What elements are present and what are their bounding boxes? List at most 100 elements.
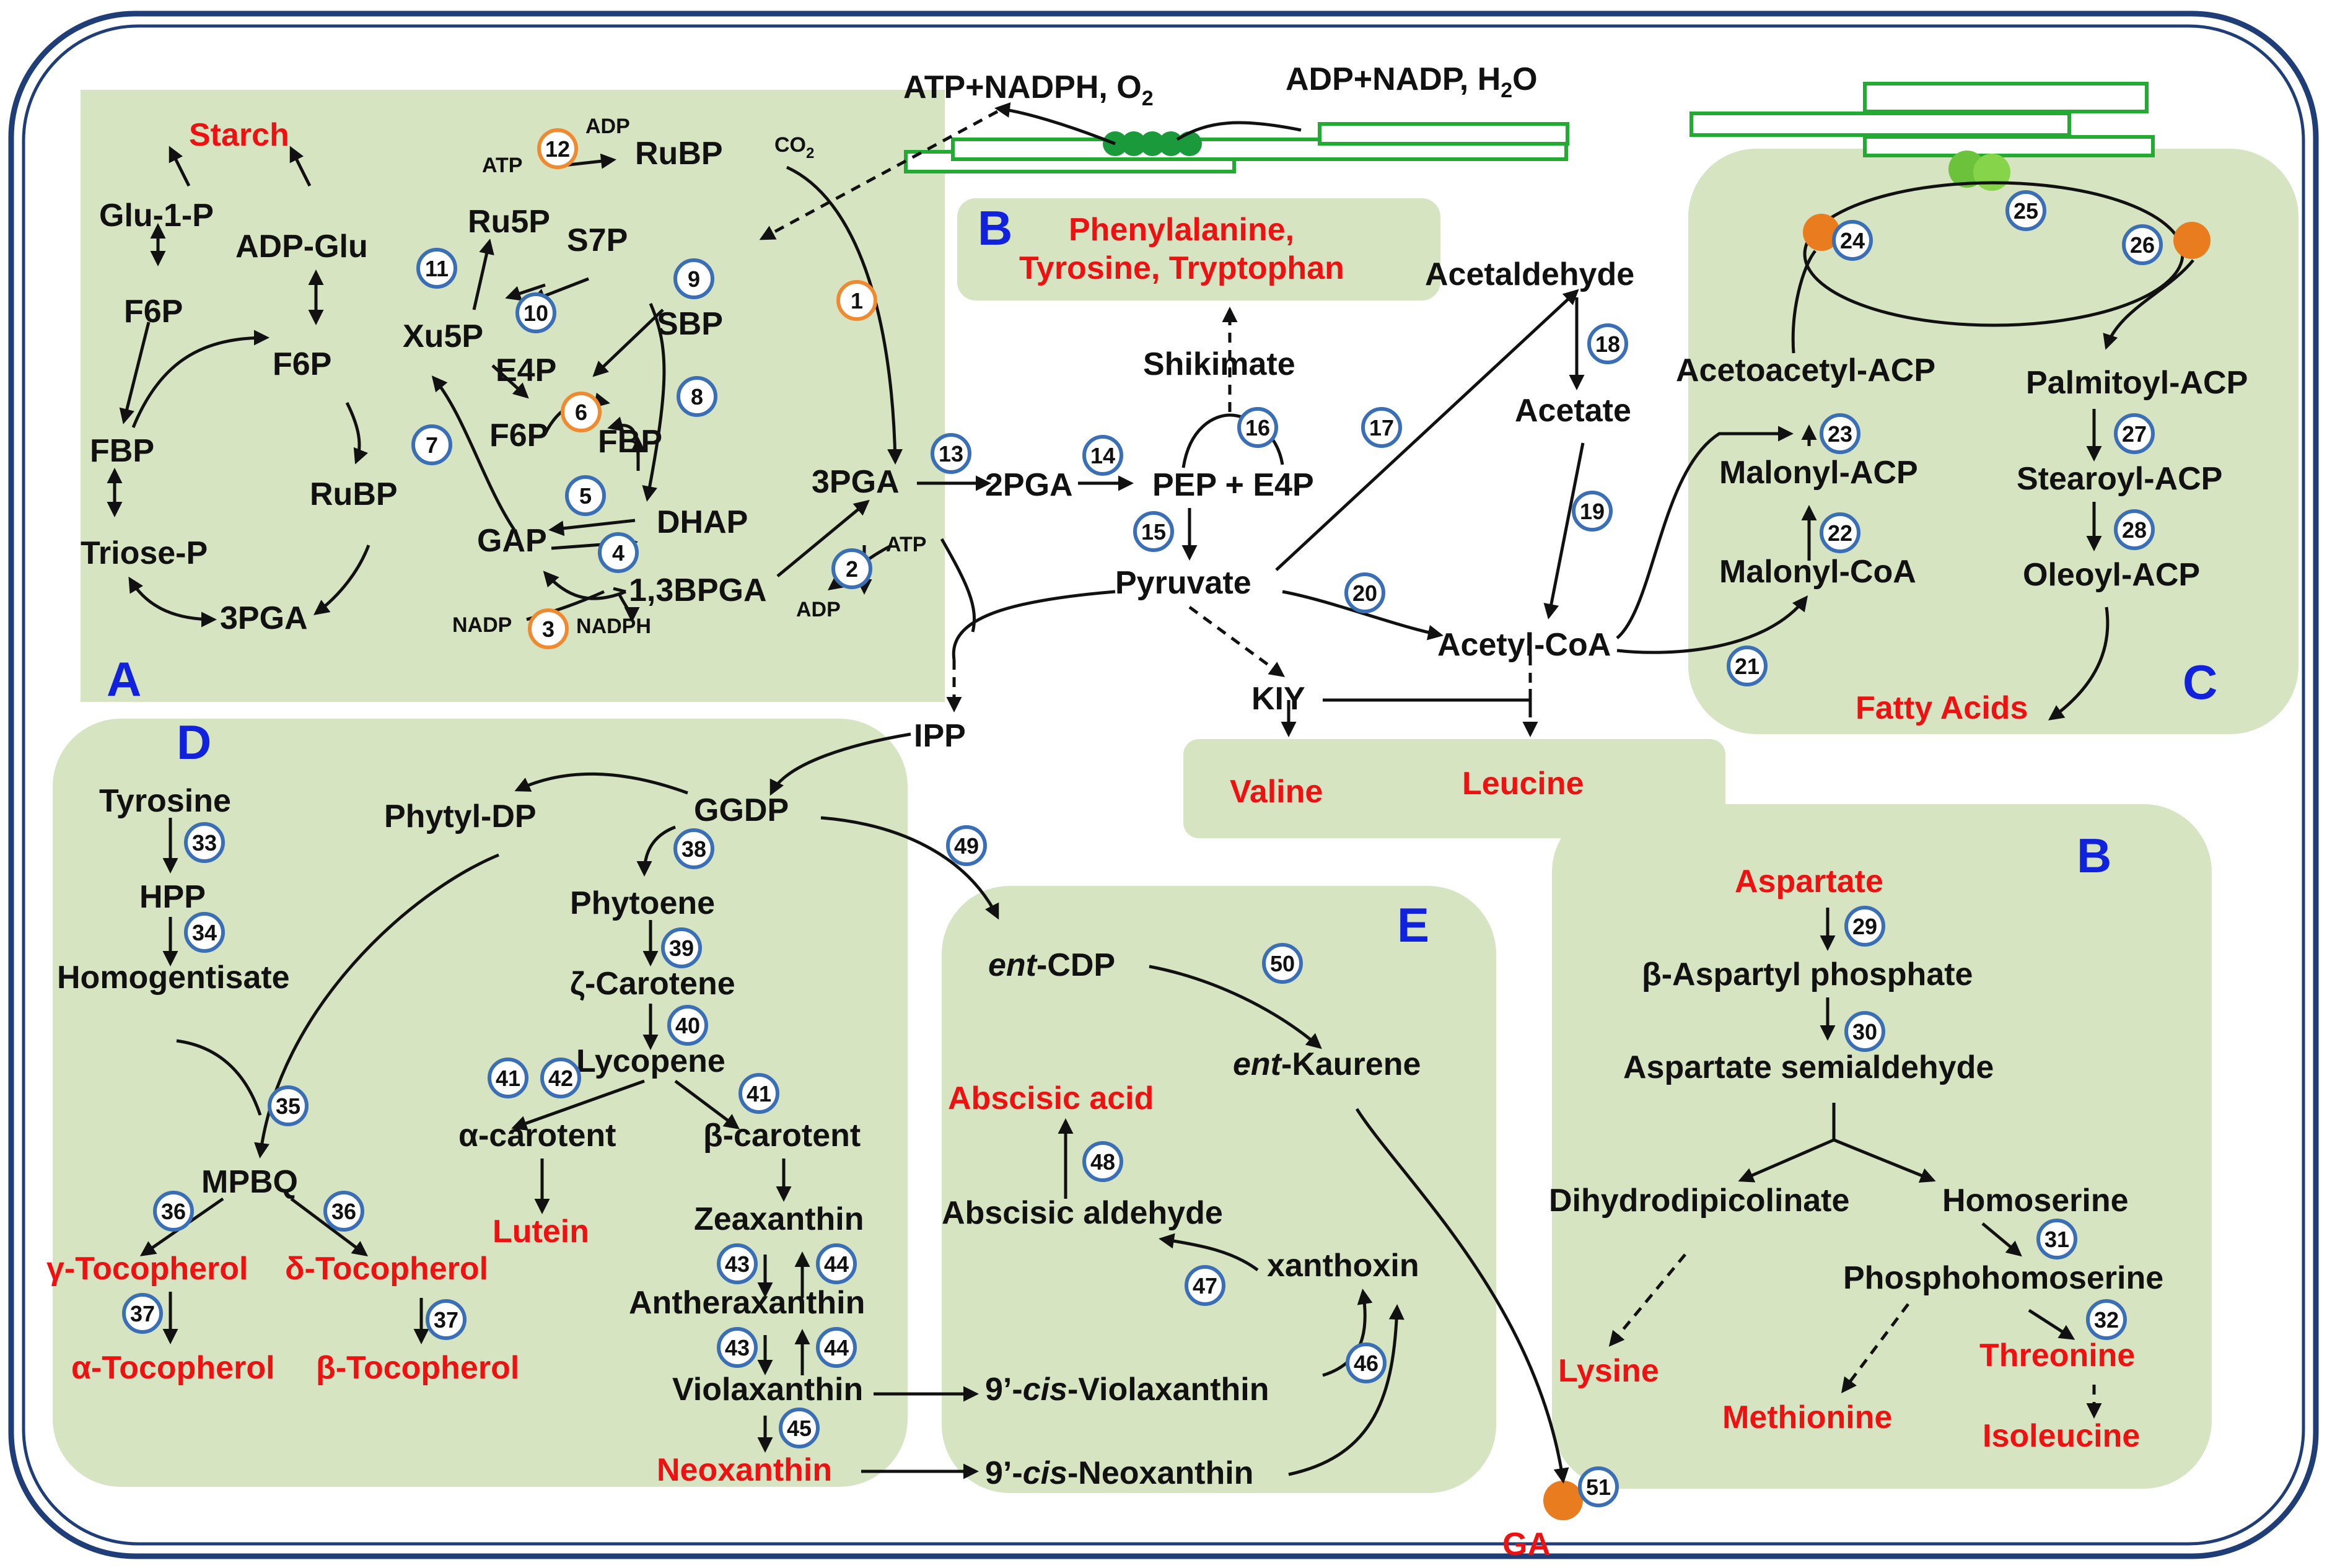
step-badge-circle xyxy=(667,1005,708,1046)
step-badge-number: 40 xyxy=(675,1013,700,1038)
step-badge-number: 6 xyxy=(575,400,587,425)
svg-text:Malonyl-CoA: Malonyl-CoA xyxy=(1719,554,1916,590)
svg-text:Palmitoyl-ACP: Palmitoyl-ACP xyxy=(2026,365,2248,401)
step-badge-number: 30 xyxy=(1852,1019,1877,1045)
step-badge-number: 51 xyxy=(1586,1474,1611,1500)
step-badge-circle xyxy=(122,1293,163,1334)
step-badge-10: 10 xyxy=(515,292,556,333)
step-badge-circle xyxy=(426,1299,467,1340)
step-badge-51: 51 xyxy=(1578,1466,1619,1507)
svg-text:Phytyl-DP: Phytyl-DP xyxy=(384,799,537,834)
svg-text:Ru5P: Ru5P xyxy=(468,204,550,240)
step-badge-circle xyxy=(540,1058,581,1098)
svg-text:E4P: E4P xyxy=(496,353,556,388)
step-badge-number: 29 xyxy=(1852,914,1877,939)
step-badge-number: 27 xyxy=(2122,421,2147,447)
step-badge-50: 50 xyxy=(1262,943,1303,984)
svg-text:Lysine: Lysine xyxy=(1558,1353,1659,1389)
svg-text:Phosphohomoserine: Phosphohomoserine xyxy=(1843,1260,2163,1296)
step-badge-number: 49 xyxy=(954,833,979,859)
step-badge-number: 43 xyxy=(725,1335,750,1360)
panel-a-metabolites: Starch Glu-1-P ADP-Glu F6P F6P FBP RuBP … xyxy=(81,115,926,638)
svg-text:CO2: CO2 xyxy=(774,133,814,162)
step-badge-41: 41 xyxy=(738,1073,779,1114)
step-badge-circle xyxy=(488,1058,528,1098)
step-badge-circle xyxy=(1082,435,1123,476)
step-badge-number: 15 xyxy=(1141,519,1166,545)
step-badge-circle xyxy=(831,548,872,589)
label-atp-nadph-o2: ATP+NADPH, O2 xyxy=(903,69,1154,110)
svg-text:FBP: FBP xyxy=(598,424,662,460)
step-badge-number: 23 xyxy=(1828,421,1852,447)
svg-text:α-Tocopherol: α-Tocopherol xyxy=(71,1350,275,1386)
step-badge-circle xyxy=(717,1327,758,1368)
step-badge-circle xyxy=(184,912,225,953)
step-badge-circle xyxy=(416,248,457,289)
svg-text:Tyrosine: Tyrosine xyxy=(99,783,231,819)
step-badge-circle xyxy=(816,1327,857,1368)
label-adp-nadp-h2o: ADP+NADP, H2O xyxy=(1286,61,1538,102)
panel-d xyxy=(53,719,908,1487)
step-badge-46: 46 xyxy=(1346,1342,1387,1383)
step-badge-15: 15 xyxy=(1133,511,1174,552)
step-badge-circle xyxy=(1237,407,1278,448)
step-badge-28: 28 xyxy=(2114,509,2155,550)
step-badge-36: 36 xyxy=(153,1191,194,1232)
step-badge-13: 13 xyxy=(931,433,971,474)
region-label-d: D xyxy=(177,715,211,769)
step-badge-25: 25 xyxy=(2005,190,2046,231)
step-badge-number: 45 xyxy=(787,1416,812,1441)
svg-text:xanthoxin: xanthoxin xyxy=(1267,1248,1419,1284)
step-badge-23: 23 xyxy=(1820,413,1860,454)
step-badge-39: 39 xyxy=(661,927,702,968)
step-badge-48: 48 xyxy=(1082,1141,1123,1182)
step-badge-41: 41 xyxy=(488,1058,528,1098)
svg-text:ζ-Carotene: ζ-Carotene xyxy=(570,966,735,1002)
step-badge-17: 17 xyxy=(1361,407,1402,448)
svg-text:NADPH: NADPH xyxy=(576,615,651,638)
step-badge-number: 25 xyxy=(2014,198,2038,224)
svg-text:Tyrosine, Tryptophan: Tyrosine, Tryptophan xyxy=(1019,250,1344,286)
panel-b-bottom xyxy=(1552,804,2212,1489)
svg-text:IPP: IPP xyxy=(914,718,966,754)
step-badge-number: 33 xyxy=(192,830,217,856)
step-badge-44: 44 xyxy=(816,1327,857,1368)
step-badge-circle xyxy=(528,608,569,649)
step-badge-circle xyxy=(816,1243,857,1284)
region-label-b-bottom: B xyxy=(2077,828,2111,883)
panel-b-top xyxy=(957,198,1440,300)
step-badge-circle xyxy=(184,822,225,863)
svg-text:Phenylalanine,: Phenylalanine, xyxy=(1069,212,1294,248)
step-badge-number: 47 xyxy=(1193,1273,1217,1299)
svg-text:Valine: Valine xyxy=(1230,774,1323,810)
step-badge-number: 44 xyxy=(824,1251,849,1277)
step-badge-circle xyxy=(561,392,602,432)
enzyme-24-ball xyxy=(1803,214,1840,251)
step-badge-36: 36 xyxy=(323,1191,364,1232)
step-badge-26: 26 xyxy=(2122,224,2163,265)
step-badge-circle xyxy=(2122,224,2163,265)
region-label-c: C xyxy=(2183,655,2217,709)
step-badge-number: 35 xyxy=(276,1093,300,1119)
step-badge-2: 2 xyxy=(831,548,872,589)
step-badge-number: 41 xyxy=(496,1066,520,1091)
svg-text:S7P: S7P xyxy=(567,222,628,258)
panel-c-metabolites: Acetoacetyl-ACP Malonyl-ACP Malonyl-CoA … xyxy=(1676,353,2248,726)
step-badge-32: 32 xyxy=(2086,1299,2127,1340)
svg-text:ADP: ADP xyxy=(796,598,841,621)
step-badge-circle xyxy=(515,292,556,333)
step-badge-circle xyxy=(673,828,714,869)
step-badge-number: 22 xyxy=(1828,520,1852,546)
svg-text:Glu-1-P: Glu-1-P xyxy=(99,198,214,234)
thylakoid-top xyxy=(904,122,1569,173)
step-badge-circle xyxy=(598,532,639,573)
step-badge-33: 33 xyxy=(184,822,225,863)
svg-text:RuBP: RuBP xyxy=(635,136,723,172)
step-badge-number: 28 xyxy=(2122,517,2147,543)
step-badge-18: 18 xyxy=(1587,323,1628,364)
step-badge-14: 14 xyxy=(1082,435,1123,476)
panel-b-bottom-metabolites: Aspartate β-Aspartyl phosphate Aspartate… xyxy=(1502,864,2163,1562)
svg-text:HPP: HPP xyxy=(139,879,206,915)
step-badge-1: 1 xyxy=(836,280,877,321)
